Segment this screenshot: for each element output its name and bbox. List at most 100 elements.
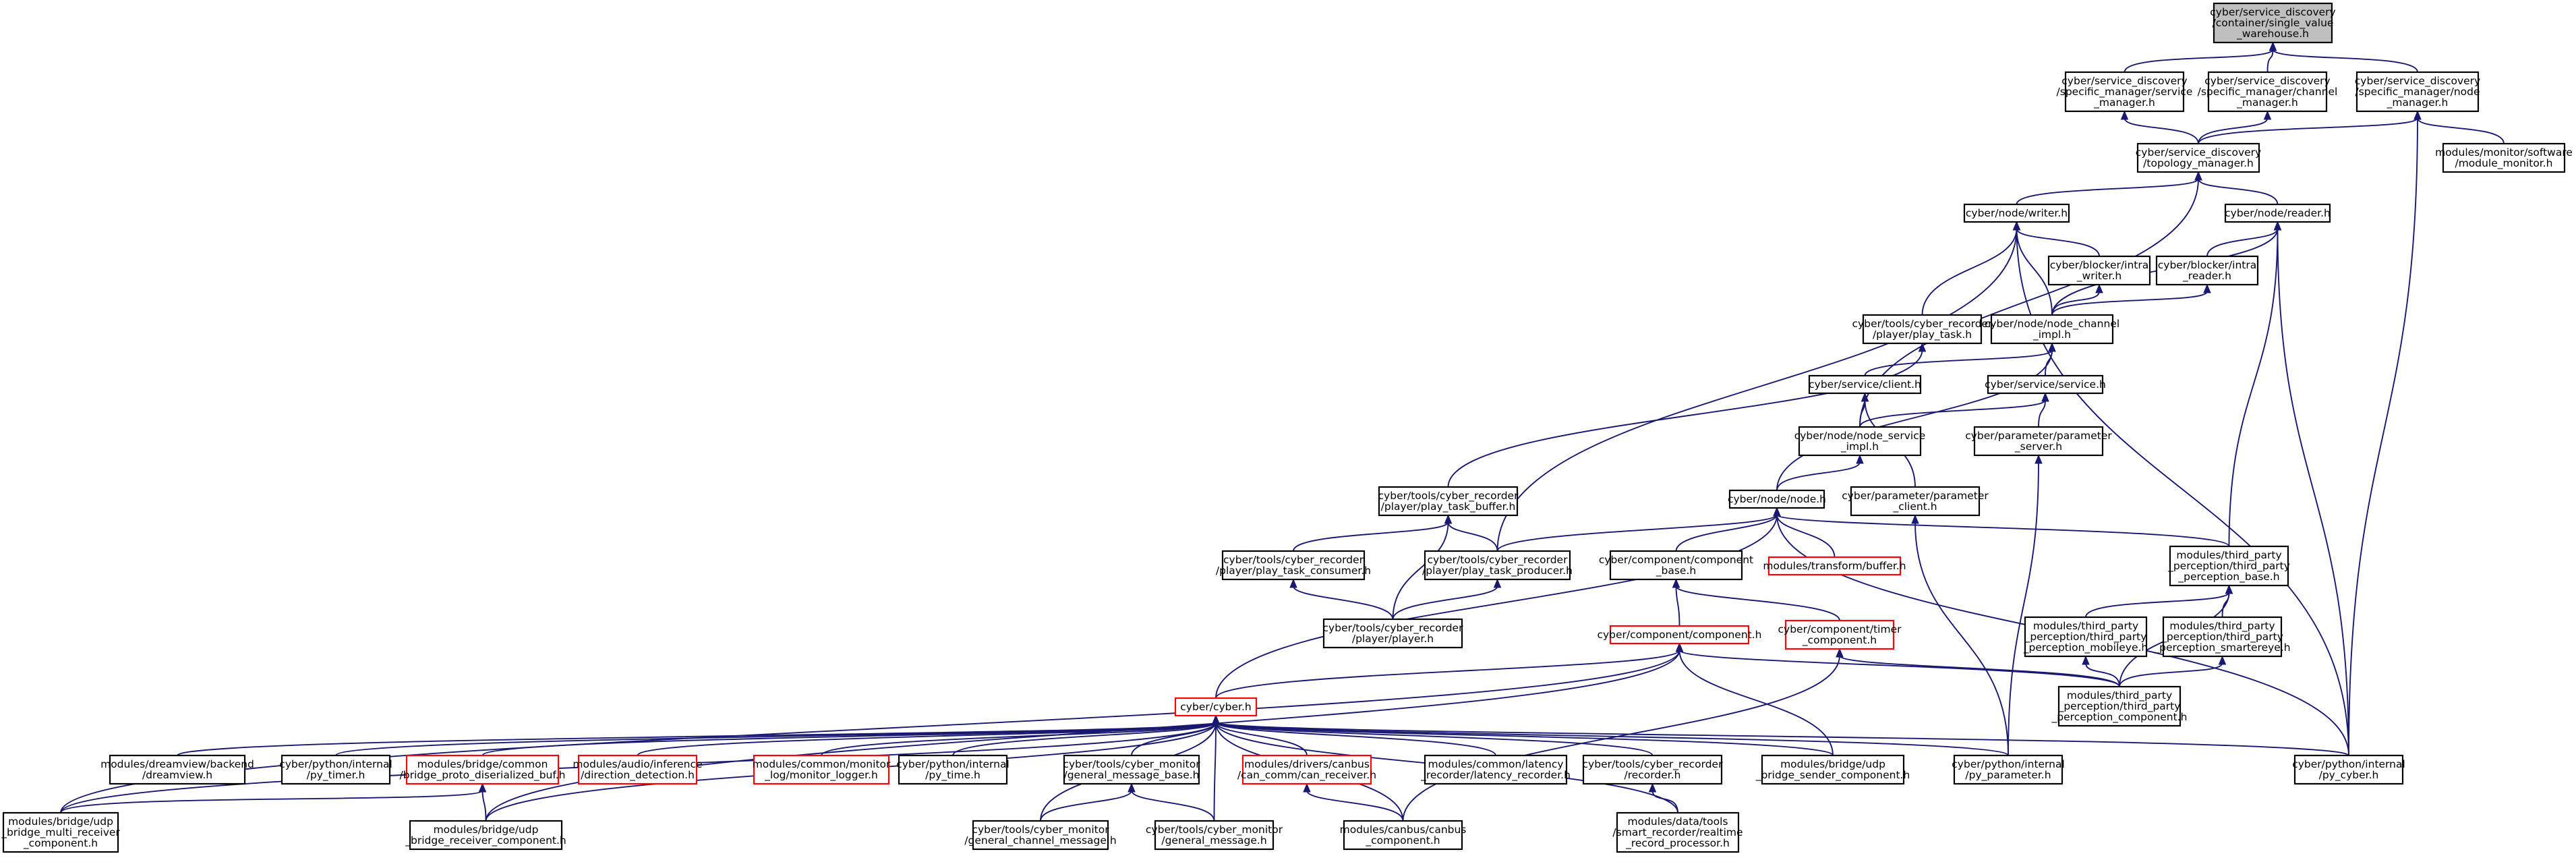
edge-arrowhead (2012, 221, 2021, 231)
node-py-time[interactable]: cyber/python/internal/py_time.h (896, 754, 1009, 785)
node-label-line: cyber/node/node.h (1728, 493, 1826, 505)
node-node-channel-impl[interactable]: cyber/node/node_channel_impl.h (1985, 314, 2119, 345)
node-cyber-h[interactable]: cyber/cyber.h (1174, 697, 1258, 717)
node-canbus-component[interactable]: modules/canbus/canbus_component.h (1340, 820, 1467, 851)
node-dreamview[interactable]: modules/dreamview/backend/dreamview.h (100, 754, 254, 785)
node-udp-receiver[interactable]: modules/bridge/udp_bridge_receiver_compo… (405, 820, 566, 851)
node-label-line: _manager.h (2236, 96, 2298, 109)
edge-component-to-tpp-component (1678, 650, 2120, 687)
node-label-line: /smart_recorder/realtime (1612, 826, 1743, 839)
node-service-manager[interactable]: cyber/service_discovery/specific_manager… (2057, 71, 2193, 113)
node-monitor-logger[interactable]: modules/common/monitor_log/monitor_logge… (753, 754, 891, 785)
node-label-line: /bridge_proto_diserialized_buf.h (400, 769, 566, 782)
node-realtime-record[interactable]: modules/data/tools/smart_recorder/realti… (1612, 811, 1743, 853)
node-component-base[interactable]: cyber/component/component_base.h (1599, 550, 1753, 581)
node-label-line: cyber/tools/cyber_monitor (972, 824, 1109, 836)
node-udp-sender[interactable]: modules/bridge/udp_bridge_sender_compone… (1755, 754, 1910, 785)
node-tpp-component[interactable]: modules/third_party_perception/third_par… (2051, 685, 2188, 727)
node-py-cyber[interactable]: cyber/python/internal/py_cyber.h (2292, 754, 2405, 785)
node-writer[interactable]: cyber/node/writer.h (1963, 203, 2070, 223)
node-component[interactable]: cyber/component/component.h (1597, 625, 1762, 645)
node-label-line: cyber/blocker/intra (2158, 259, 2256, 271)
edge-node-to-transform-buffer (1776, 514, 1836, 558)
node-label-line: modules/third_party (2067, 689, 2172, 702)
node-label-line: cyber/tools/cyber_recorder (1323, 622, 1464, 635)
node-latency-recorder[interactable]: modules/common/latency_recorder/latency_… (1420, 754, 1571, 785)
node-label-line: /specific_manager/channel (2198, 86, 2338, 98)
node-recorder[interactable]: cyber/tools/cyber_recorder/recorder.h (1582, 754, 1724, 785)
node-tpp-base[interactable]: modules/third_party_perception/third_par… (2167, 545, 2290, 587)
node-box (1582, 754, 1723, 785)
node-box (1424, 754, 1568, 785)
node-single-value-warehouse[interactable]: cyber/service_discovery/container/single… (2210, 2, 2336, 44)
node-label-line: _client.h (1892, 500, 1937, 513)
edge-timer-component-to-tpp-component (1839, 655, 2120, 687)
node-can-receiver[interactable]: modules/drivers/canbus/can_comm/can_rece… (1237, 754, 1376, 785)
edge-node-manager-to-topology-manager (2198, 117, 2418, 144)
edge-component-to-cyber-h (1215, 650, 1680, 699)
node-play-task-consumer[interactable]: cyber/tools/cyber_recorder/player/play_t… (1216, 550, 1371, 581)
node-general-channel-message[interactable]: cyber/tools/cyber_monitor/general_channe… (964, 820, 1117, 851)
node-py-timer[interactable]: cyber/python/internal/py_timer.h (279, 754, 392, 785)
node-label-line: /dreamview.h (142, 769, 212, 781)
node-label-line: _impl.h (1840, 440, 1879, 453)
node-transform-buffer[interactable]: modules/transform/buffer.h (1763, 556, 1906, 576)
node-label-line: /player/play_task.h (1873, 328, 1972, 341)
node-topology-manager[interactable]: cyber/service_discovery/topology_manager… (2136, 142, 2261, 173)
node-label-line: cyber/tools/cyber_recorder (1428, 554, 1569, 567)
node-label-line: _perception_base.h (2177, 571, 2279, 583)
node-box (2169, 545, 2289, 587)
node-service[interactable]: cyber/service/service.h (1985, 374, 2106, 395)
node-reader[interactable]: cyber/node/reader.h (2224, 203, 2331, 223)
node-label-line: cyber/python/internal (279, 758, 392, 770)
node-intra-reader[interactable]: cyber/blocker/intra_reader.h (2155, 255, 2259, 286)
edge-arrowhead (2225, 584, 2233, 594)
edge-arrowhead (1861, 392, 1869, 402)
node-player[interactable]: cyber/tools/cyber_recorder/player/player… (1323, 618, 1464, 649)
node-label-line: /py_parameter.h (1965, 769, 2051, 782)
node-label-line: cyber/blocker/intra (2050, 259, 2148, 271)
edge-parameter-client-to-py-parameter (1914, 521, 2009, 756)
edge-arrowhead (1836, 648, 1844, 658)
node-play-task-producer[interactable]: cyber/tools/cyber_recorder/player/play_t… (1422, 550, 1573, 581)
node-parameter-server[interactable]: cyber/parameter/parameter_server.h (1965, 426, 2112, 457)
node-client[interactable]: cyber/service/client.h (1808, 374, 1922, 395)
node-label-line: modules/third_party (2176, 549, 2281, 562)
node-label-line: cyber/parameter/parameter (1842, 490, 1989, 502)
node-node-service-impl[interactable]: cyber/node/node_service_impl.h (1794, 426, 1926, 457)
edge-node-manager-to-module-monitor (2417, 117, 2505, 144)
node-label-line: /general_channel_message.h (964, 834, 1116, 847)
edge-play-task-buffer-to-player (1392, 521, 1449, 620)
node-label-line: /player/play_task_buffer.h (1381, 500, 1516, 513)
node-channel-manager[interactable]: cyber/service_discovery/specific_manager… (2198, 71, 2338, 113)
node-play-task[interactable]: cyber/tools/cyber_recorder/player/play_t… (1852, 314, 1993, 345)
node-timer-component[interactable]: cyber/component/timer_component.h (1778, 619, 1902, 650)
node-label-line: /recorder.h (1624, 769, 1681, 781)
node-proto-buf[interactable]: modules/bridge/common/bridge_proto_diser… (400, 754, 566, 785)
node-box (1784, 619, 1895, 650)
edge-cyber-h-to-py-timer (335, 722, 1217, 756)
node-py-parameter[interactable]: cyber/python/internal/py_parameter.h (1952, 754, 2065, 785)
node-module-monitor[interactable]: modules/monitor/software/module_monitor.… (2435, 142, 2573, 173)
node-play-task-buffer[interactable]: cyber/tools/cyber_recorder/player/play_t… (1378, 486, 1519, 517)
node-general-message[interactable]: cyber/tools/cyber_monitor/general_messag… (1146, 820, 1283, 851)
node-label-line: /direction_detection.h (581, 769, 695, 782)
node-node[interactable]: cyber/node/node.h (1728, 489, 1826, 509)
node-multi-receiver[interactable]: modules/bridge/udp_bridge_multi_receiver… (1, 811, 120, 853)
node-label-line: cyber/python/internal (2292, 758, 2405, 770)
node-label-line: modules/monitor/software (2435, 146, 2573, 159)
node-tpp-smartereye[interactable]: modules/third_party_perception/third_par… (2153, 616, 2291, 658)
node-parameter-client[interactable]: cyber/parameter/parameter_client.h (1842, 486, 1989, 517)
node-box (2136, 142, 2260, 173)
edge-play-task-to-play-task-buffer (1447, 349, 1923, 488)
node-direction-detection[interactable]: modules/audio/inference/direction_detect… (573, 754, 703, 785)
node-label-line: _impl.h (2032, 328, 2071, 341)
node-general-message-base[interactable]: cyber/tools/cyber_monitor/general_messag… (1063, 754, 1200, 785)
node-intra-writer[interactable]: cyber/blocker/intra_writer.h (2047, 255, 2151, 286)
node-tpp-mobileye[interactable]: modules/third_party_perception/third_par… (2023, 616, 2148, 658)
node-label-line: modules/data/tools (1628, 816, 1728, 828)
node-node-manager[interactable]: cyber/service_discovery/specific_manager… (2355, 71, 2480, 113)
edge-cyber-h-to-latency-recorder (1215, 722, 1496, 756)
edge-arrowhead (1773, 507, 1781, 517)
